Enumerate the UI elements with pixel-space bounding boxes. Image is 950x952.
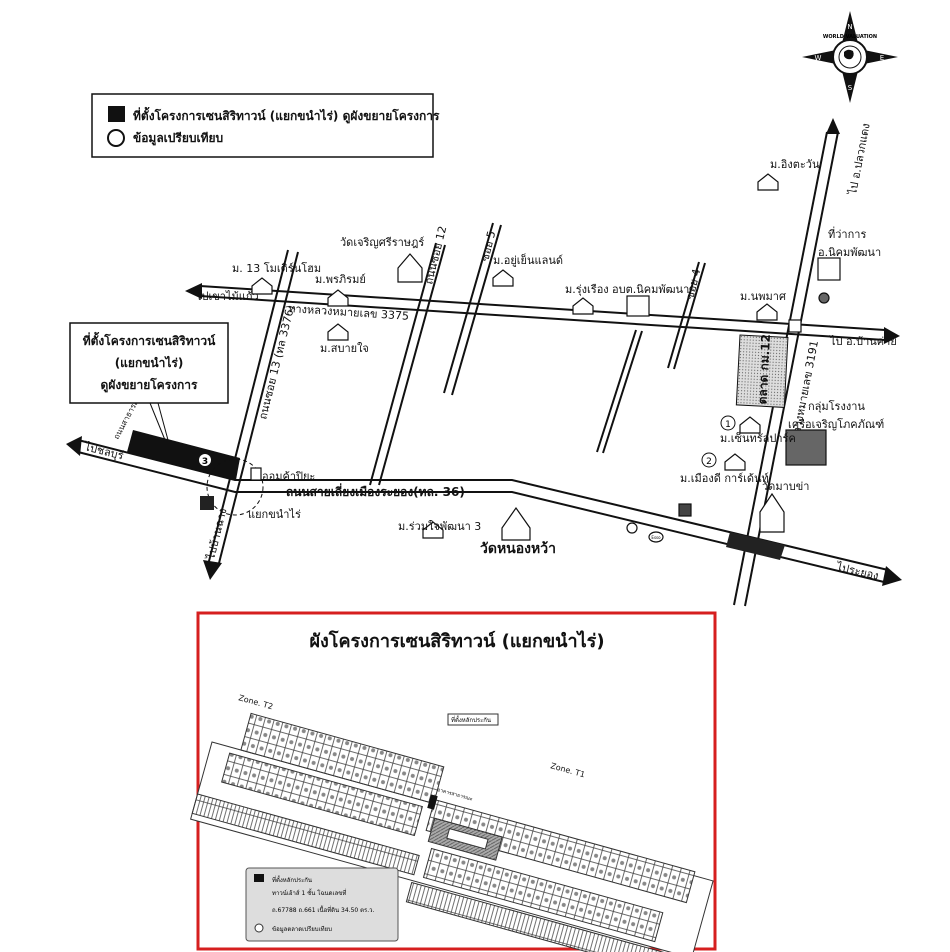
- road-soi13-edge: [207, 249, 289, 566]
- plan-legend-desc1: ทาวน์เฮ้าส์ 1 ชั้น โฉนดเลขที่: [272, 887, 346, 897]
- label-soi13: ถนนซอย 13 (ทล 3376): [256, 304, 297, 421]
- label-to-ban-khai: ไป อ.บ้านค่าย: [829, 335, 897, 348]
- compass-e: E: [880, 54, 884, 62]
- label-district-1: ที่ว่าการ: [828, 226, 866, 241]
- house-icon: [739, 416, 761, 434]
- label-wat-nong-wa: วัดหนองหว้า: [480, 541, 556, 557]
- label-factory-1: กลุ่มโรงงาน: [808, 399, 865, 413]
- label-ruamjai: ม.ร่วมใจพัฒนา 3: [398, 520, 481, 533]
- label-yaek: แยกขนําไร่: [248, 508, 301, 521]
- comparable-circle-icon: [107, 129, 125, 147]
- label-m13: ม. 13 โมเดิร์นโฮม: [232, 261, 321, 275]
- collateral-tag: ที่ตั้งหลักประกัน: [451, 714, 491, 724]
- plan-legend: ที่ตั้งหลักประกัน ทาวน์เฮ้าส์ 1 ชั้น โฉน…: [245, 867, 399, 942]
- arrow-west-icon: [66, 436, 82, 456]
- arrow-east-icon: [884, 327, 900, 344]
- subject-square-icon: [254, 874, 264, 882]
- collateral-lot: [427, 794, 438, 810]
- gas-station-icon: [678, 503, 692, 517]
- label-sabaijai: ม.สบายใจ: [320, 342, 369, 355]
- esso-station-icon: [648, 531, 664, 543]
- marker-3-label: 3: [202, 457, 208, 467]
- shop-icon: [250, 467, 262, 481]
- house-icon: [327, 323, 349, 341]
- gas-station-icon: [200, 496, 214, 510]
- subject-square-icon: [108, 106, 125, 122]
- label-ingtawan: ม.อิงตะวัน: [770, 158, 820, 171]
- junction-circle: [206, 458, 264, 516]
- label-yuyen: ม.อยู่เย็นแลนด์: [493, 253, 563, 267]
- road-3375-north-edge: [199, 285, 886, 331]
- plan-legend-comparable: ข้อมูลตลาดเปรียบเทียบ: [272, 925, 332, 933]
- marker-2: 2: [706, 457, 712, 467]
- label-factory-2: เครือเจริญโภคภัณฑ์: [788, 417, 884, 431]
- roads: [66, 118, 902, 607]
- subject-callout: ที่ตั้งโครงการเซนสิริทาวน์ (แยกขนําไร่) …: [69, 322, 229, 441]
- building-icon: [626, 295, 650, 317]
- label-mueang-garden: ม.เมืองดี การ์เด้นท์: [680, 472, 769, 485]
- house-icon: [572, 297, 594, 315]
- market-label: ตลาด กม.12: [755, 334, 773, 405]
- map-legend: ที่ตั้งโครงการเซนสิริทาวน์ (แยกขนําไร่) …: [91, 93, 440, 158]
- legend-subject-label: ที่ตั้งโครงการเซนสิริทาวน์ (แยกขนําไร่) …: [133, 106, 440, 124]
- overpass-block: [726, 532, 785, 560]
- road-3375-south-edge: [199, 295, 886, 341]
- esso-label: Esso: [651, 535, 661, 540]
- shell-station-icon: [626, 522, 638, 534]
- comparable-circle-icon: [254, 923, 264, 933]
- compass-n: N: [847, 23, 852, 31]
- house-icons: [250, 173, 841, 543]
- callout-line2: (แยกขนําไร่): [115, 355, 184, 370]
- plan-legend-desc2: ถ.67788 ถ.661 เนื้อที่ดิน 34.50 ตร.ว.: [272, 904, 375, 914]
- label-to-khao-mai-kaeo: ไปเขาไม้แก้ว: [195, 290, 259, 303]
- label-hwy36: ถนนสายเลี่ยงเมืองระยอง(ทล. 36): [286, 483, 465, 499]
- market-km12: ตลาด กม.12: [735, 334, 789, 408]
- house-icon: [422, 521, 444, 539]
- compass-w: W: [815, 54, 822, 62]
- house-icon: [251, 277, 273, 295]
- landmark-icon: [818, 292, 830, 304]
- house-icon: [492, 269, 514, 287]
- arrow-east-icon: [882, 566, 902, 586]
- label-district-2: อ.นิคมพัฒนา: [818, 246, 881, 259]
- callout-line3: ดูผังขยายโครงการ: [101, 377, 198, 393]
- arrow-west-icon: [185, 283, 202, 299]
- subject-plot: [127, 430, 240, 480]
- compass-rose-icon: WORLD VALUATION W E N S: [802, 11, 898, 103]
- label-wat-charoen: วัดเจริญศรีราษฎร์: [340, 236, 424, 249]
- temple-icon: [501, 506, 531, 541]
- place-labels: ม. 13 โมเดิร์นโฮม ม.พรภิรมย์ วัดเจริญศรี…: [232, 158, 884, 557]
- compass-brand: WORLD VALUATION: [823, 34, 877, 40]
- temple-icon: [759, 492, 785, 533]
- callout-line1: ที่ตั้งโครงการเซนสิริทาวน์: [83, 331, 216, 348]
- label-soi12: ถนนซอย 12: [422, 225, 449, 286]
- label-noppamas: ม.นพมาศ: [740, 290, 786, 303]
- label-on-kha-piya: ออมค้าปิยะ: [262, 470, 315, 483]
- temple-icon: [397, 253, 423, 283]
- label-pornpirom: ม.พรภิรมย์: [315, 273, 366, 286]
- arrow-south-icon: [203, 560, 222, 580]
- house-icon: [724, 453, 746, 471]
- plan-legend-subject: ที่ตั้งหลักประกัน: [272, 874, 312, 884]
- marker-1: 1: [725, 420, 731, 430]
- marker-3: [199, 454, 211, 466]
- label-obt: อบต.นิคมพัฒนา: [612, 283, 689, 296]
- hospital-icon: [788, 319, 802, 333]
- house-icon: [756, 303, 778, 321]
- compass-s: S: [848, 84, 853, 92]
- label-to-pluak-daeng: ไป อ.ปลวกแดง: [846, 122, 873, 196]
- label-wat-map-kha: วัดมาบข่า: [762, 480, 809, 493]
- building-icon: [817, 257, 841, 281]
- plan-title: ผังโครงการเซนสิริทาวน์ (แยกขนําไร่): [309, 630, 604, 652]
- label-rungruang: ม.รุ่งเรือง: [565, 283, 609, 296]
- arrow-north-icon: [826, 118, 840, 134]
- house-icon: [327, 289, 349, 307]
- legend-comparable-label: ข้อมูลเปรียบเทียบ: [133, 131, 223, 146]
- factory-icon: [785, 429, 827, 466]
- project-plan-inset: ผังโครงการเซนสิริทาวน์ (แยกขนําไร่) Zone…: [190, 611, 717, 952]
- house-icon: [757, 173, 779, 191]
- label-central-park: ม.เซ็นทรัลปาร์ค: [720, 431, 796, 445]
